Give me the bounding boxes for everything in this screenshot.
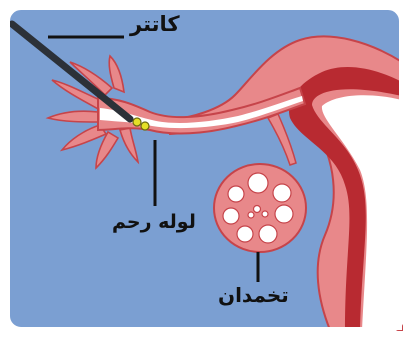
follicle — [275, 205, 293, 223]
follicle — [262, 211, 268, 217]
follicle — [248, 173, 268, 193]
follicle — [228, 186, 244, 202]
fallopian-tube-label: لوله رحم — [112, 213, 196, 232]
follicle — [223, 208, 239, 224]
follicle — [248, 212, 254, 218]
egg — [141, 122, 149, 130]
ovary-label: تخمدان — [218, 285, 289, 305]
follicle — [237, 226, 253, 242]
follicle — [259, 225, 277, 243]
follicle — [254, 206, 261, 213]
follicle — [273, 184, 291, 202]
egg — [133, 118, 141, 126]
catheter-label: کاتتر — [130, 14, 180, 35]
